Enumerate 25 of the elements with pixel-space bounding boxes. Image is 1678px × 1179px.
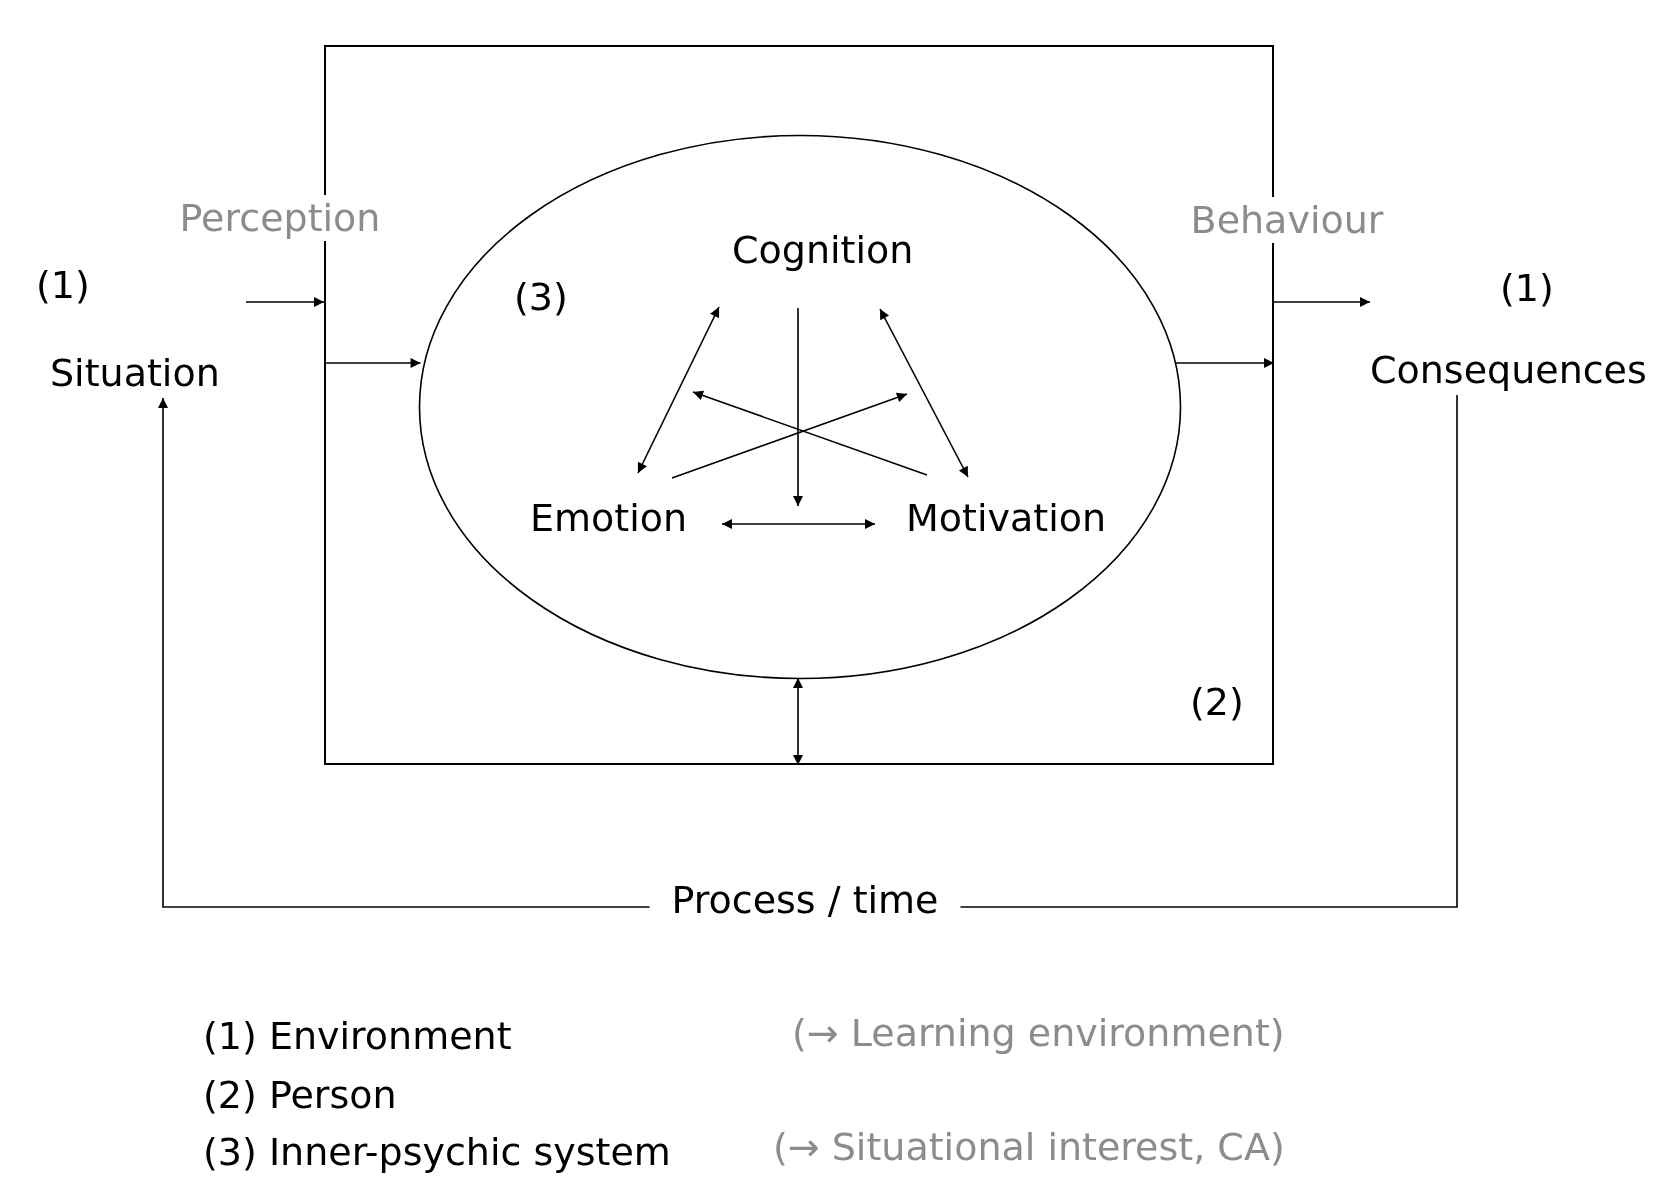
node-label: Motivation [906,495,1107,541]
arrow [671,392,908,479]
node-label: Cognition [732,227,914,273]
legend-text: (1) Environment [203,1013,512,1059]
callout-number: (1) [36,262,90,308]
legend-text: (→ Situational interest, CA) [773,1124,1285,1170]
node-label: Emotion [530,495,688,541]
arrow [721,519,876,529]
arrow [692,390,928,476]
node-label: Situation [50,350,220,396]
arrow [323,358,422,368]
node-label: Consequences [1370,347,1647,393]
arrow [793,307,803,507]
arrow [637,306,720,474]
legend-text: (→ Learning environment) [792,1010,1285,1056]
callout-number: (3) [514,274,568,320]
callout-number: (1) [1500,265,1554,311]
arrow [1174,358,1275,368]
arrow [879,308,969,478]
callout-number: (2) [1190,679,1244,725]
legend-text: (2) Person [203,1072,397,1118]
arrow [793,677,803,766]
legend-text: (3) Inner-psychic system [203,1129,671,1175]
arrow [245,297,325,307]
arrow [1273,297,1371,307]
